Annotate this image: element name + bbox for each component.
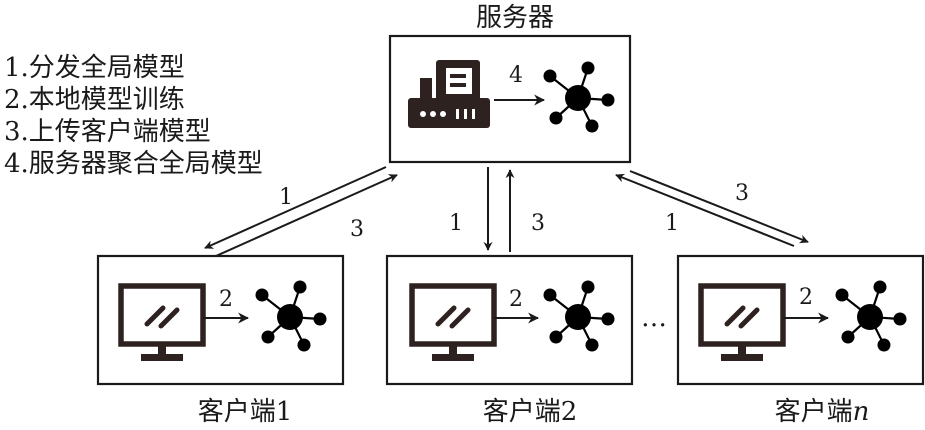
client-n-label: 客户端n — [775, 397, 870, 427]
server-icon — [408, 60, 490, 128]
link-2-down-label: 1 — [449, 211, 463, 236]
link-1-upload-arrow — [215, 174, 398, 257]
link-n-down-label: 1 — [665, 211, 679, 236]
client-n-step-label: 2 — [799, 285, 813, 310]
step-item-3: 3.上传客户端模型 — [4, 117, 211, 147]
server-step-label: 4 — [509, 63, 523, 88]
link-n-up-label: 3 — [735, 181, 749, 206]
step-item-4: 4.服务器聚合全局模型 — [4, 149, 263, 179]
link-1-up-label: 3 — [350, 217, 364, 242]
link-1-download-arrow — [204, 166, 387, 249]
server-label: 服务器 — [476, 3, 554, 33]
link-n-download-arrow — [615, 173, 795, 247]
client-1-box — [96, 254, 345, 386]
step-legend: 1.分发全局模型 2.本地模型训练 3.上传客户端模型 4.服务器聚合全局模型 — [4, 53, 263, 179]
step-item-1: 1.分发全局模型 — [4, 53, 185, 83]
client-2-box — [385, 254, 634, 386]
client-n: 2 客户端n — [676, 254, 925, 427]
client-1-step-label: 2 — [219, 287, 233, 312]
client-n-box — [676, 254, 925, 386]
client-1-label: 客户端1 — [198, 397, 293, 427]
link-2-up-label: 3 — [531, 211, 545, 236]
link-n-upload-arrow — [629, 170, 809, 244]
link-1-down-label: 1 — [279, 185, 293, 210]
client-1: 2 客户端1 — [96, 254, 345, 427]
client-2-step-label: 2 — [509, 287, 523, 312]
client-2: 2 客户端2 — [385, 254, 634, 427]
ellipsis: … — [641, 303, 667, 333]
step-item-2: 2.本地模型训练 — [4, 85, 185, 115]
client-2-label: 客户端2 — [483, 397, 578, 427]
